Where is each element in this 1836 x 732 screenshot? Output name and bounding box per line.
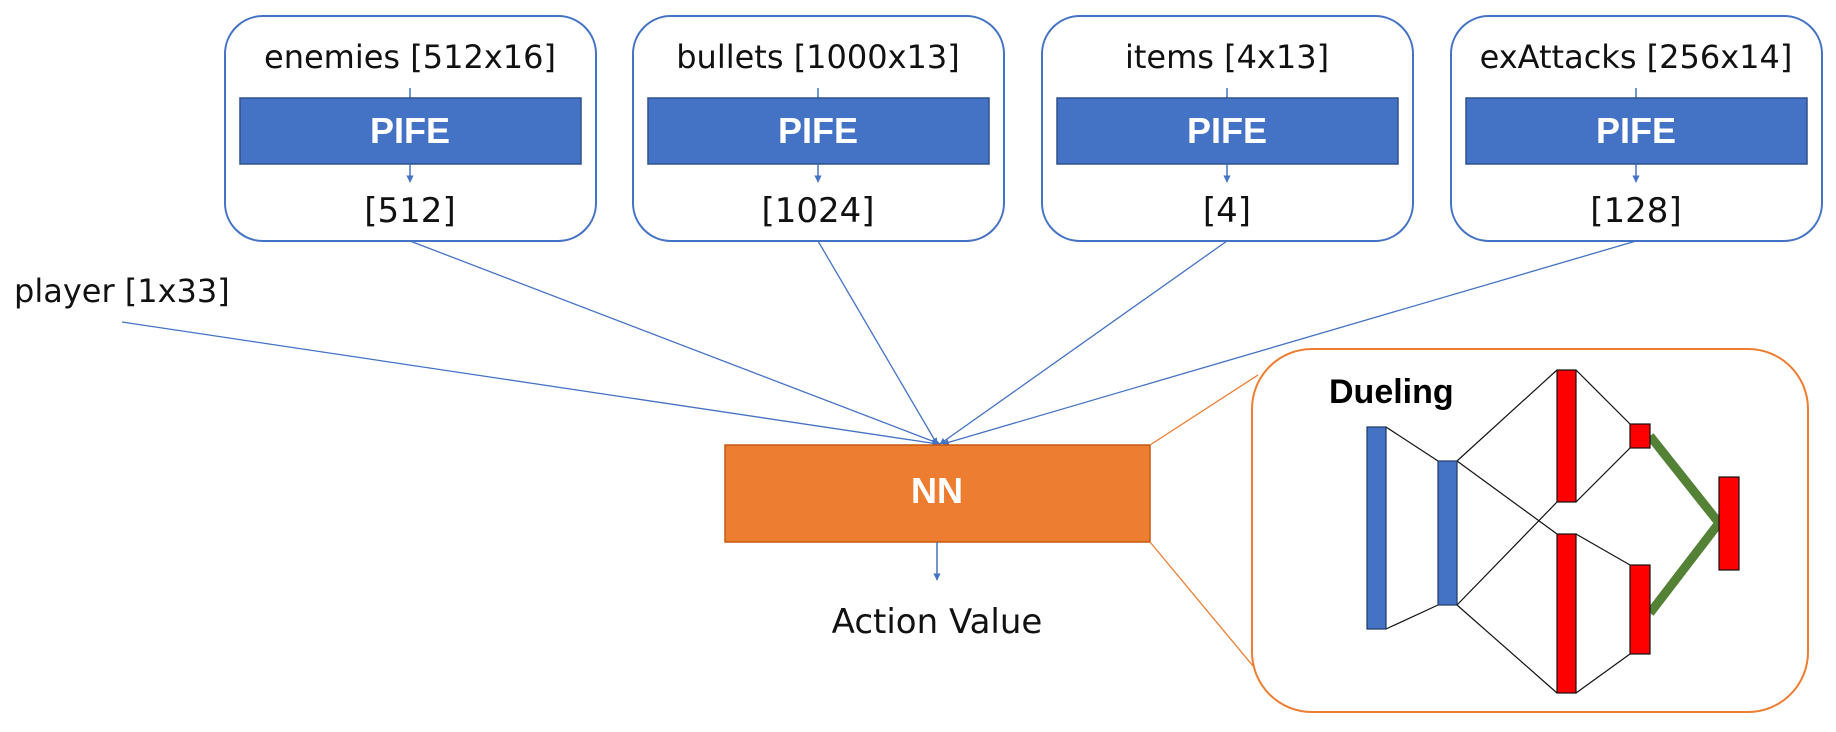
advantage-stream-hidden-layer xyxy=(1556,533,1577,694)
player-label: player [1x33] xyxy=(14,272,230,310)
pife-output-label: [4] xyxy=(1203,191,1251,231)
pife-label: PIFE xyxy=(1187,110,1267,151)
edge xyxy=(1385,604,1439,630)
pife-block xyxy=(1465,97,1808,165)
input-label: bullets [1000x13] xyxy=(676,38,960,76)
merge-edge-advantage xyxy=(1646,520,1723,616)
input-group-items: items [4x13] PIFE [4] xyxy=(1041,15,1414,242)
input-group-enemies: enemies [512x16] PIFE [512] xyxy=(224,15,597,242)
connector-bullets-to-nn xyxy=(817,240,938,445)
connector-exattacks-to-nn xyxy=(942,240,1637,446)
connector-enemies-to-nn xyxy=(409,240,941,445)
edge xyxy=(1456,369,1558,462)
q-value-output-layer xyxy=(1718,476,1740,571)
pife-label: PIFE xyxy=(370,110,450,151)
edge xyxy=(1385,426,1439,462)
edge xyxy=(1575,653,1631,694)
value-output-node xyxy=(1629,423,1651,449)
action-value-label: Action Value xyxy=(832,602,1043,642)
dueling-panel: Dueling xyxy=(1251,348,1809,713)
dueling-connections xyxy=(1385,369,1631,694)
hidden-layer xyxy=(1437,460,1458,606)
edge xyxy=(1575,369,1631,425)
pife-label: PIFE xyxy=(778,110,858,151)
connector-items-to-nn xyxy=(939,240,1228,445)
pife-block xyxy=(1056,97,1399,165)
nn-label: NN xyxy=(911,470,963,511)
edge xyxy=(1456,604,1558,694)
zoom-line-bottom xyxy=(1149,541,1259,673)
input-label: enemies [512x16] xyxy=(264,38,556,76)
input-group-exattacks: exAttacks [256x14] PIFE [128] xyxy=(1450,15,1823,242)
connector-player-to-nn xyxy=(121,321,939,447)
edge xyxy=(1575,533,1631,566)
input-layer xyxy=(1366,426,1387,630)
pife-output-label: [128] xyxy=(1590,191,1681,231)
advantage-output-layer xyxy=(1629,564,1651,655)
dueling-title: Dueling xyxy=(1329,373,1454,411)
merge-edge-value xyxy=(1646,433,1723,526)
edge xyxy=(1456,460,1558,535)
nn-block xyxy=(724,444,1151,543)
input-label: items [4x13] xyxy=(1125,38,1329,76)
pife-block xyxy=(239,97,582,165)
pife-output-label: [512] xyxy=(364,191,455,231)
edge xyxy=(1575,447,1631,503)
input-group-bullets: bullets [1000x13] PIFE [1024] xyxy=(632,15,1005,242)
pife-output-label: [1024] xyxy=(761,191,874,231)
pife-label: PIFE xyxy=(1596,110,1676,151)
value-stream-hidden-layer xyxy=(1556,369,1577,503)
zoom-line-top xyxy=(1149,374,1259,446)
edge xyxy=(1456,501,1558,606)
input-label: exAttacks [256x14] xyxy=(1480,38,1793,76)
